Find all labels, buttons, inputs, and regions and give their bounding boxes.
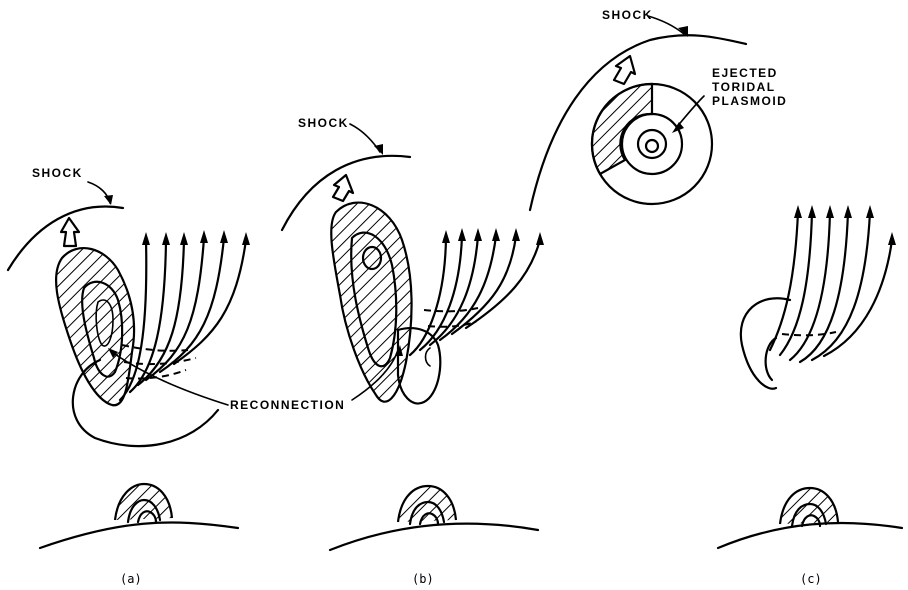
field-lines-b bbox=[410, 228, 544, 355]
shock-front-c bbox=[530, 35, 746, 210]
shock-label-a: SHOCK bbox=[32, 166, 83, 180]
shock-label-b: SHOCK bbox=[298, 116, 349, 130]
shock-leader-arrowhead-a bbox=[104, 195, 113, 205]
ejected-label-line3: PLASMOID bbox=[712, 94, 787, 108]
plasmoid-loop-b bbox=[331, 203, 411, 402]
solar-surface-c bbox=[718, 488, 902, 548]
shock-label-c: SHOCK bbox=[602, 8, 653, 22]
shock-leader-b bbox=[350, 124, 380, 152]
solar-surface-b bbox=[330, 486, 538, 550]
motion-arrow-a bbox=[61, 218, 79, 246]
detached-loop-c bbox=[741, 298, 790, 388]
panel-a bbox=[8, 182, 250, 446]
caption-c: (c) bbox=[800, 572, 822, 586]
motion-arrow-c bbox=[614, 56, 635, 84]
plasmoid-lower-core-b bbox=[426, 348, 431, 366]
ejected-label-line1: EJECTED bbox=[712, 66, 778, 80]
ejected-leader bbox=[676, 96, 704, 128]
shock-leader-c bbox=[648, 16, 684, 34]
field-lines-c bbox=[770, 205, 896, 362]
motion-arrow-b bbox=[333, 175, 353, 201]
detached-inner-c bbox=[766, 338, 776, 380]
panel-b bbox=[282, 124, 544, 403]
shock-leader-a bbox=[88, 182, 110, 203]
field-lines-a bbox=[120, 230, 250, 400]
caption-a: (a) bbox=[120, 572, 142, 586]
reconnection-label: RECONNECTION bbox=[230, 398, 345, 412]
ejected-plasmoid bbox=[592, 84, 712, 204]
ejected-label-line2: TORIDAL bbox=[712, 80, 776, 94]
caption-b: (b) bbox=[412, 572, 434, 586]
solar-surface-a bbox=[40, 484, 238, 548]
